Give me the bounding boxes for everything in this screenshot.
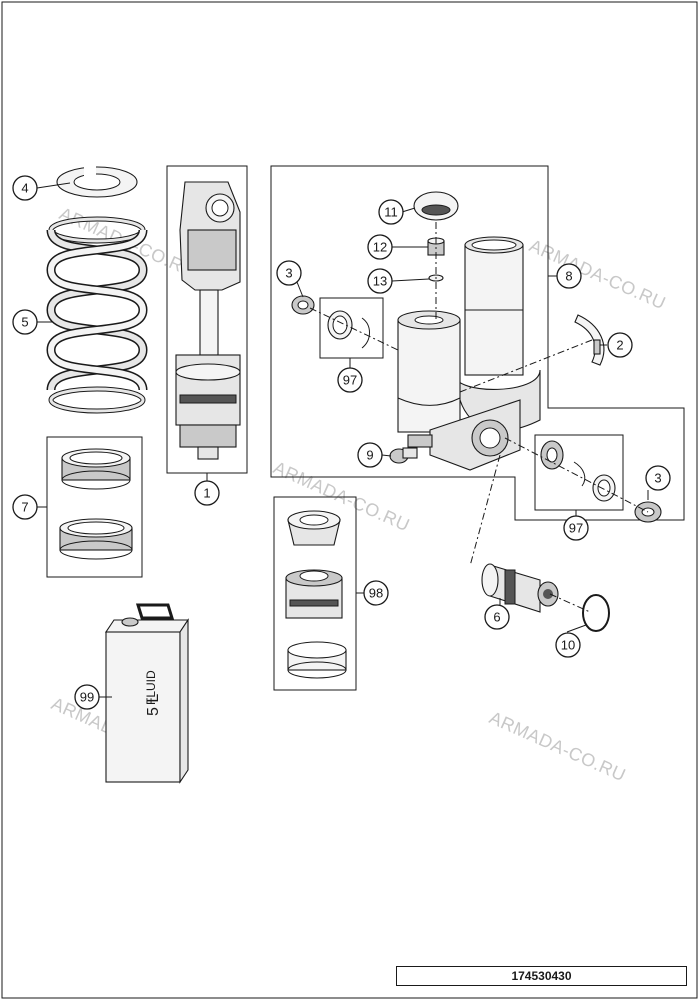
bushing-part: [291, 295, 315, 315]
svg-text:3: 3: [654, 471, 661, 486]
svg-text:5: 5: [21, 315, 28, 330]
service-kit-parts: [285, 510, 347, 679]
svg-text:97: 97: [343, 373, 357, 388]
callout-12: 12: [367, 234, 393, 260]
spring-retainer-part: [56, 164, 138, 198]
svg-text:9: 9: [366, 448, 373, 463]
leader-line: [381, 454, 392, 457]
svg-text:97: 97: [569, 521, 583, 536]
callout-7: 7: [12, 494, 38, 520]
callout-10: 10: [555, 632, 581, 658]
seal-rings-part: [327, 310, 370, 349]
fluid-can-part: FLUID 5 L: [104, 603, 190, 784]
callout-99: 99: [74, 684, 100, 710]
assembly-axis: [549, 593, 591, 613]
adjuster-rings-part: [59, 448, 133, 560]
callout-13: 13: [367, 268, 393, 294]
coil-spring-part: [46, 216, 148, 414]
leader-line: [296, 281, 304, 298]
svg-text:2: 2: [616, 338, 623, 353]
assembly-axis: [469, 454, 501, 567]
callout-1: 1: [194, 480, 220, 506]
o-ring-part: [582, 594, 610, 632]
callout-4: 4: [12, 175, 38, 201]
fluid-label: FLUID: [144, 670, 158, 705]
reservoir-cap-part: [413, 191, 459, 221]
seal-rings-lower-part: [540, 440, 616, 502]
callout-9: 9: [357, 442, 383, 468]
callout-98: 98: [363, 580, 389, 606]
leader-line: [401, 207, 416, 213]
svg-text:3: 3: [285, 266, 292, 281]
callout-5: 5: [12, 309, 38, 335]
fluid-volume: 5 L: [145, 694, 162, 716]
compression-adjuster-part: [481, 563, 559, 613]
assembly-axis: [459, 339, 593, 393]
svg-text:10: 10: [561, 638, 575, 653]
bleed-screw-part: [389, 447, 418, 464]
callout-3: 3: [276, 260, 302, 286]
callout-2: 2: [607, 332, 633, 358]
drawing-number: 174530430: [396, 966, 687, 986]
hose-clip-part: [574, 314, 605, 366]
callout-97: 97: [337, 367, 363, 393]
callout-11: 11: [378, 199, 404, 225]
reservoir-group-box: [270, 165, 685, 521]
assembly-axis: [309, 307, 399, 351]
seal-kit-box-upper: [319, 297, 384, 359]
leader-line: [566, 624, 587, 633]
assembly-axis: [504, 437, 649, 513]
svg-text:8: 8: [565, 269, 572, 284]
leader-line: [391, 278, 430, 282]
leader-line: [36, 182, 71, 189]
svg-text:1: 1: [203, 486, 210, 501]
svg-text:98: 98: [369, 586, 383, 601]
shock-absorber-part: [175, 181, 241, 460]
callout-3: 3: [645, 465, 671, 491]
svg-text:12: 12: [373, 240, 387, 255]
svg-text:6: 6: [493, 610, 500, 625]
svg-text:99: 99: [80, 690, 94, 705]
callout-97: 97: [563, 515, 589, 541]
svg-text:13: 13: [373, 274, 387, 289]
svg-text:7: 7: [21, 500, 28, 515]
reservoir-assembly-part: [397, 236, 541, 471]
svg-text:11: 11: [384, 205, 398, 220]
watermark: ARMADA-CO.RU: [486, 707, 628, 785]
callout-6: 6: [484, 604, 510, 630]
svg-text:4: 4: [21, 181, 28, 196]
seal-kit-box-lower: [534, 434, 624, 511]
callout-8: 8: [556, 263, 582, 289]
